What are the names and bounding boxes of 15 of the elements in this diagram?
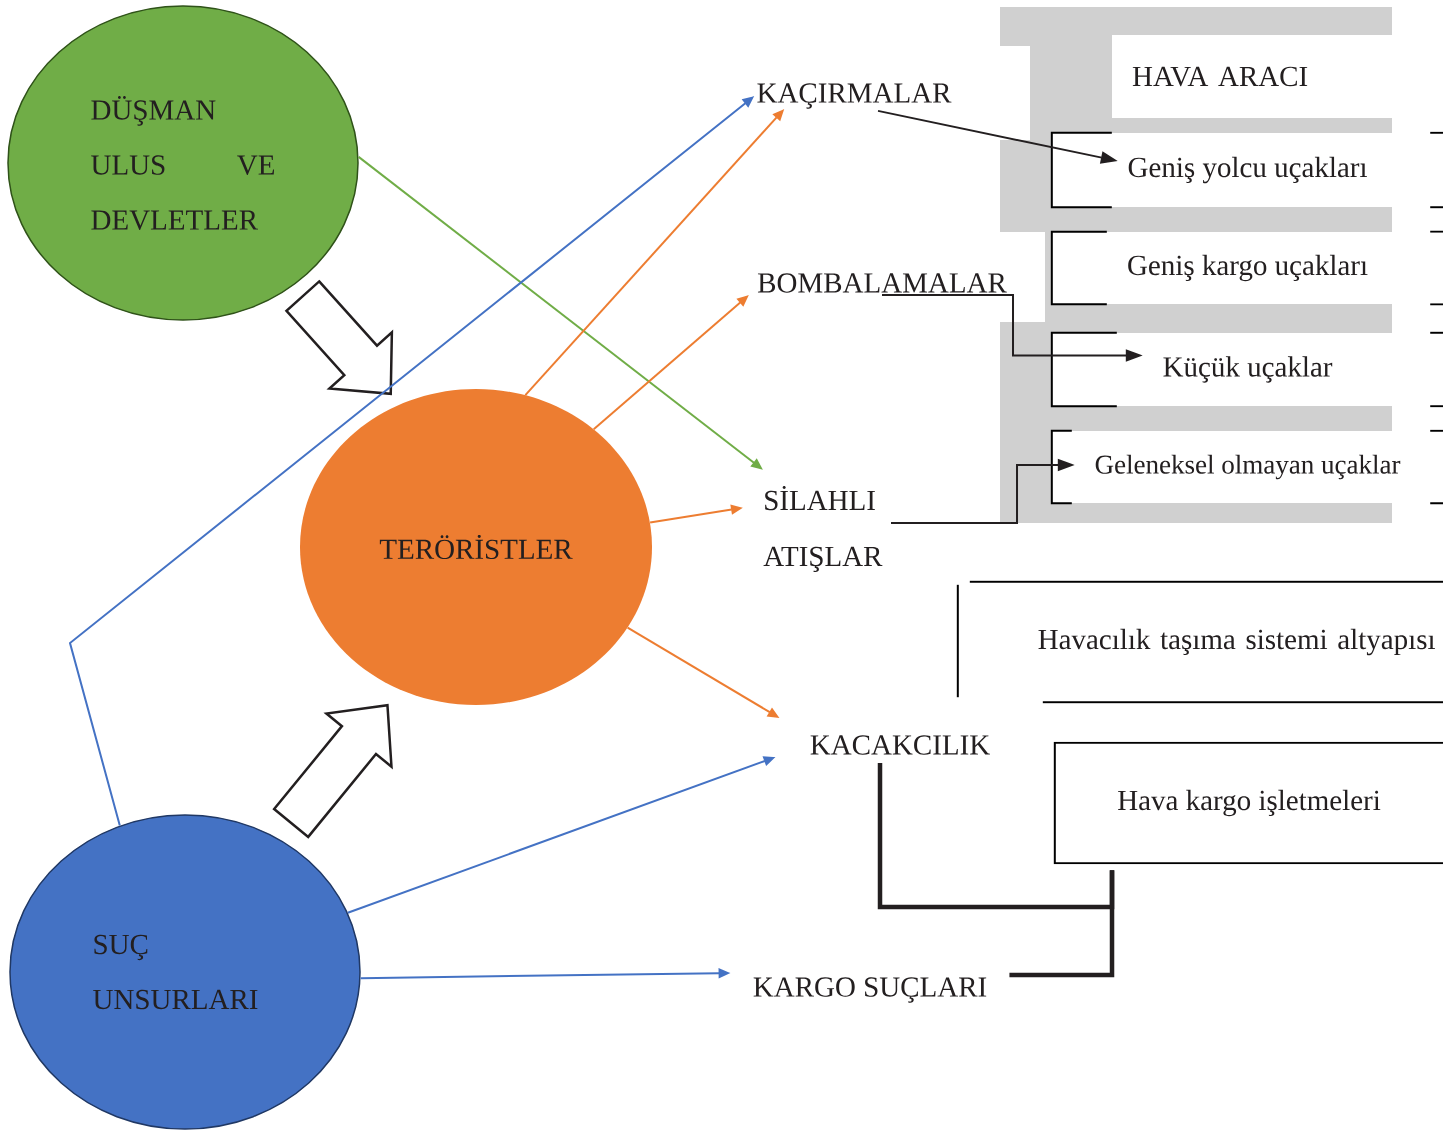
category-label: KACAKCILIK <box>810 735 990 755</box>
heading-box: HAVA ARACI <box>1112 35 1392 118</box>
category-label: SİLAHLI ATIŞLAR <box>763 485 883 573</box>
node-label: HAVA ARACI <box>1132 66 1308 87</box>
block-arrow <box>272 703 393 839</box>
bracket-box: Geleneksel olmayan uçaklar <box>1050 429 1443 505</box>
category-label: KAÇIRMALAR <box>757 83 952 109</box>
category-label: BOMBALAMALAR <box>757 273 1007 293</box>
connector-line <box>1009 870 1115 978</box>
bracket-box: Geniş yolcu uçakları <box>1050 131 1443 209</box>
bracket-box: Geniş kargo uçakları <box>1050 230 1443 306</box>
category-label: KARGO SUÇLARI <box>753 977 987 1003</box>
open-box: Havacılık taşıma sistemi altyapısı <box>956 580 1443 704</box>
box: Hava kargo işletmeleri <box>1053 741 1443 865</box>
bracket-box: Küçük uçaklar <box>1050 331 1443 408</box>
